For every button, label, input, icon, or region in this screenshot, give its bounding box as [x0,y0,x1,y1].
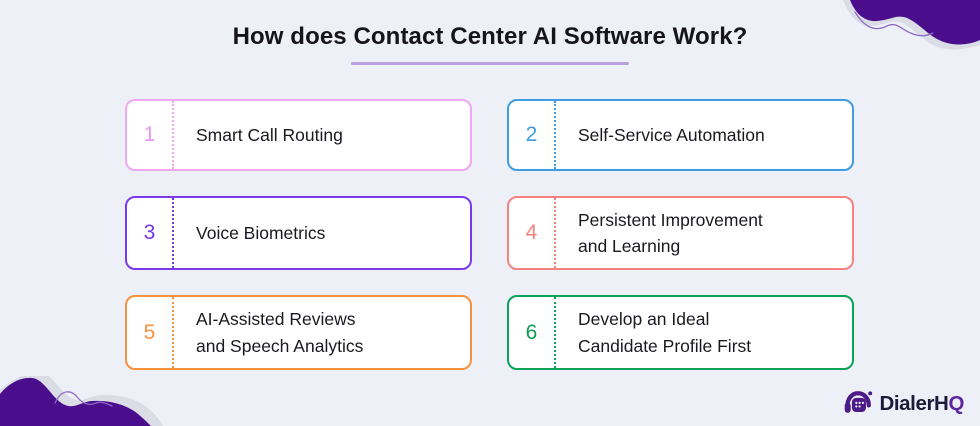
card-number: 4 [509,198,556,268]
card-label: Develop an Ideal Candidate Profile First [578,309,752,356]
card-label: Persistent Improvement and Learning [578,209,763,256]
brand-name-accent: Q [948,392,964,415]
squiggle-line-bottom-left [54,391,113,407]
card-label: Smart Call Routing [196,124,343,145]
card-label: Self-Service Automation [578,124,765,145]
cards-grid: 1 Smart Call Routing 2 Self-Service Auto… [125,99,854,370]
card-self-service-automation: 2 Self-Service Automation [507,99,854,171]
header: How does Contact Center AI Software Work… [0,0,980,66]
squiggle-line-top-right [854,11,934,37]
wave-blob-bottom-left [0,376,163,426]
brand-logo: DialerHQ [843,389,964,419]
card-number: 2 [509,101,556,169]
brand-name: DialerHQ [879,392,964,416]
title-underline [351,62,629,66]
card-number: 1 [127,101,174,169]
page-title: How does Contact Center AI Software Work… [232,23,748,50]
card-ai-assisted-reviews: 5 AI-Assisted Reviews and Speech Analyti… [125,295,472,370]
headset-dialpad-icon [845,391,873,413]
card-ideal-candidate-profile: 6 Develop an Ideal Candidate Profile Fir… [507,295,854,370]
brand-name-dark: DialerH [879,392,949,415]
card-persistent-improvement: 4 Persistent Improvement and Learning [507,196,854,270]
card-smart-call-routing: 1 Smart Call Routing [125,99,472,171]
wave-shape [850,0,980,45]
card-label: Voice Biometrics [196,222,326,243]
card-number: 5 [127,297,174,368]
wave-blob-top-right [843,0,980,50]
card-number: 6 [509,297,556,368]
wave-shape [0,377,151,426]
card-number: 3 [127,198,174,268]
card-voice-biometrics: 3 Voice Biometrics [125,196,472,270]
card-label: AI-Assisted Reviews and Speech Analytics [196,309,364,356]
